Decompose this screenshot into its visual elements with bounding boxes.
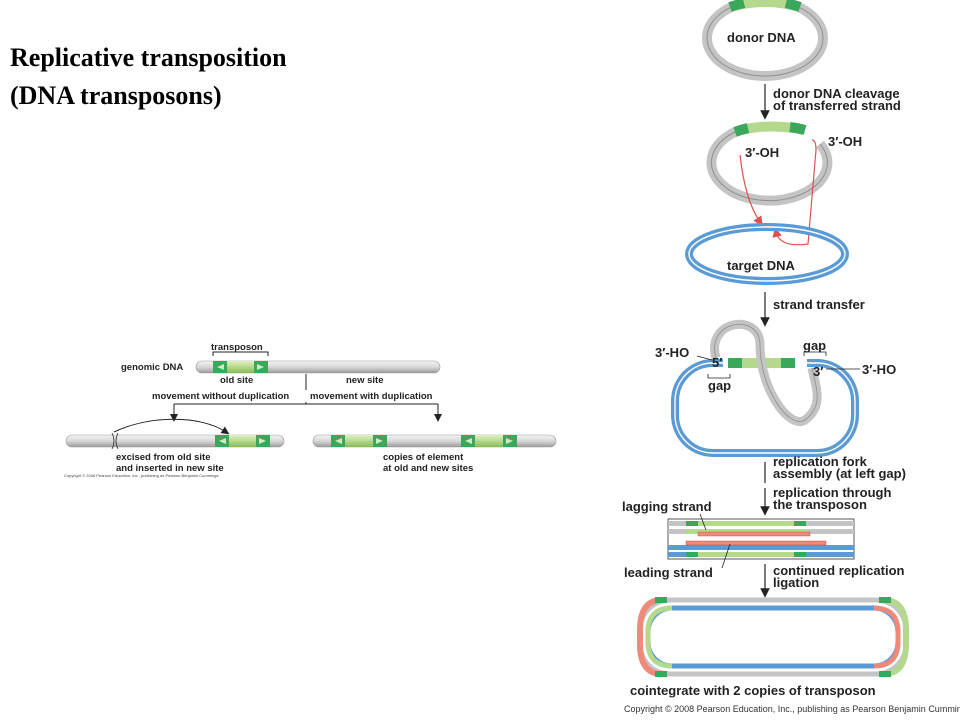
step2-label: strand transfer: [773, 297, 865, 312]
three-prime-oh-left-label: 3′-OH: [745, 145, 779, 160]
step5-label-line-1: continued replication: [773, 563, 905, 578]
step1-label-line-1: donor DNA cleavage: [773, 86, 900, 101]
movement-with-duplication-label: movement with duplication: [310, 391, 433, 402]
overview-diagram: transposon genomic DNA old site new site…: [64, 342, 557, 478]
three-prime-ho-left-label: 3′-HO: [655, 345, 689, 360]
step3-label-line-2: assembly (at left gap): [773, 466, 906, 481]
cointegrate-plasmid: cointegrate with 2 copies of transposon: [630, 597, 909, 698]
movement-without-duplication-label: movement without duplication: [152, 391, 289, 402]
transposon-label: transposon: [211, 342, 263, 353]
title-line-2: (DNA transposons): [10, 81, 222, 110]
donor-dna-plasmid: donor DNA: [702, 0, 828, 81]
strand-transfer-intermediate: 3′-HO 5′ gap gap 3′ 3′-HO: [655, 319, 896, 457]
genomic-dna-label: genomic DNA: [121, 362, 183, 373]
step5-label-line-2: ligation: [773, 575, 819, 590]
five-prime-label: 5′: [712, 355, 722, 370]
copies-label-line-1: copies of element: [383, 452, 464, 463]
gap-right-label: gap: [803, 338, 826, 353]
three-prime-label: 3′: [813, 364, 823, 379]
three-prime-oh-right-label: 3′-OH: [828, 134, 862, 149]
donor-dna-label: donor DNA: [727, 30, 796, 45]
cleaved-donor-plasmid: 3′-OH 3′-OH: [706, 121, 862, 246]
new-site-label: new site: [346, 375, 384, 386]
mechanism-diagram: donor DNA donor DNA cleavage of transfer…: [622, 0, 960, 714]
step3-label-line-1: replication fork: [773, 454, 868, 469]
gap-left-label: gap: [708, 378, 731, 393]
lagging-strand-label: lagging strand: [622, 499, 712, 514]
excised-label-line-2: and inserted in new site: [116, 463, 224, 474]
copies-label-line-2: at old and new sites: [383, 463, 473, 474]
leading-strand-label: leading strand: [624, 565, 713, 580]
step4-label-line-2: the transposon: [773, 497, 867, 512]
cointegrate-label: cointegrate with 2 copies of transposon: [630, 683, 876, 698]
three-prime-ho-right-label: 3′-HO: [862, 362, 896, 377]
old-site-label: old site: [220, 375, 253, 386]
slide-title: Replicative transposition (DNA transposo…: [10, 43, 287, 110]
excised-label-line-1: excised from old site: [116, 452, 211, 463]
step4-label-line-1: replication through: [773, 485, 892, 500]
mechanism-copyright: Copyright © 2008 Pearson Education, Inc.…: [624, 704, 960, 714]
title-line-1: Replicative transposition: [10, 43, 287, 72]
replication-fork-detail: lagging strand leading strand: [622, 499, 855, 580]
overview-copyright: Copyright © 2008 Pearson Education, Inc.…: [64, 473, 219, 478]
step1-label-line-2: of transferred strand: [773, 98, 901, 113]
target-dna-plasmid: target DNA: [685, 223, 849, 285]
target-dna-label: target DNA: [727, 258, 796, 273]
